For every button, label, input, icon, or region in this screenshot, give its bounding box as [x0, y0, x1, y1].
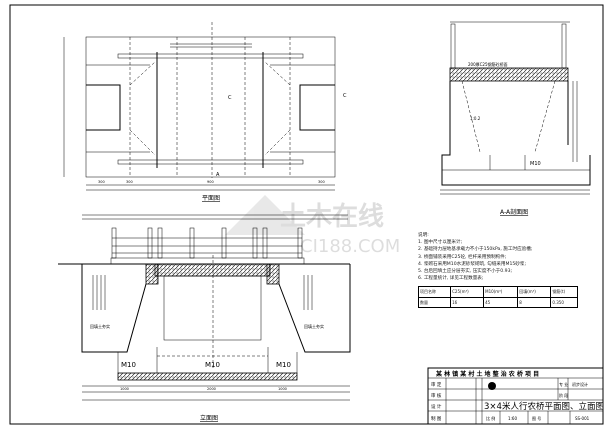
table-cell: 45 [483, 296, 519, 308]
title-block: 某 林 镇 某 村 土 地 整 治 农 桥 项 目 审 定 审 核 设 计 制 … [427, 367, 604, 425]
table-cell: 数量 [417, 296, 452, 308]
section-mark-c: C [228, 95, 232, 101]
plan-title: 平面图 [202, 195, 220, 202]
slope-label: 1:0.2 [470, 116, 481, 121]
note-item: 3. 桥面铺装采用C25砼, 栏杆采用预制构件; [418, 254, 507, 260]
mortar-label: M10 [530, 161, 541, 167]
mortar-label: M10 [276, 361, 291, 369]
elevation-view: M10 M10 M10 回填土夯实 回填土夯实 1000 2000 1000 立… [58, 214, 351, 422]
note-item: 5. 台后回填土应分层夯实, 压实度不小于0.93; [418, 269, 513, 275]
backfill-label: 回填土夯实 [304, 323, 324, 329]
tb-label: 制 图 [431, 415, 442, 422]
section-view: 200厚C25钢筋砼桥面 1:0.2 M10 A-A剖面图 [440, 21, 591, 216]
section-title: A-A剖面图 [500, 208, 528, 216]
plan-dim: 300 [98, 180, 105, 184]
table-cell: 0.350 [550, 296, 578, 308]
table-cell: 8 [517, 296, 552, 308]
elevation-dim: 2000 [207, 387, 216, 391]
tb-label: 阶 段 [559, 392, 568, 398]
elevation-dim: 1000 [278, 387, 287, 391]
elevation-dim: 1000 [120, 387, 129, 391]
project-name: 某 林 镇 某 村 土 地 整 治 农 桥 项 目 [436, 370, 539, 378]
scale-value: 1:60 [508, 416, 517, 421]
sheet-value: SS-001 [575, 416, 590, 421]
section-mark-c: C [343, 93, 347, 99]
table-header: 项目名称 [417, 286, 452, 298]
table-header: C25(m³) [450, 286, 485, 298]
mortar-label: M10 [205, 361, 220, 369]
tb-label: 设 计 [431, 403, 442, 410]
note-item: 4. 浆砌石采用M10水泥砂浆砌筑, 勾缝采用M15砂浆; [418, 261, 527, 267]
tb-label: 审 核 [431, 392, 442, 399]
elevation-title: 立面图 [200, 414, 218, 422]
note-item: 6. 工程量统计, 详见工程数量表; [418, 276, 484, 282]
scale-label: 比 例 [486, 415, 495, 421]
note-item: 1. 图中尺寸以厘米计; [418, 240, 463, 246]
backfill-label: 回填土夯实 [90, 323, 110, 329]
tb-label: 专 业 [559, 381, 568, 387]
deck-label: 200厚C25钢筋砼桥面 [468, 61, 508, 67]
svg-text:CI188.COM: CI188.COM [300, 236, 400, 257]
table-cell: 16 [450, 296, 485, 308]
table-header: 回填(m³) [517, 286, 552, 298]
table-header: M10(m³) [483, 286, 519, 298]
tb-label: 审 定 [431, 381, 442, 388]
section-mark-a: A [216, 172, 220, 178]
plan-view: C C A 300 300 900 300 平面图 [63, 22, 347, 202]
plan-dim: 300 [318, 180, 325, 184]
table-header: 钢筋(t) [550, 286, 578, 298]
plan-dim: 300 [126, 180, 133, 184]
tb-value: 初步设计 [572, 381, 588, 387]
watermark-logo: 土木在线 CI188.COM [225, 195, 400, 257]
sheet-label: 图 号 [532, 415, 541, 421]
svg-text:土木在线: 土木在线 [280, 202, 384, 232]
design-notes: 说明: 1. 图中尺寸以厘米计; 2. 基础持力层地基承载力不小于150kPa,… [417, 232, 598, 308]
mortar-label: M10 [121, 361, 136, 369]
drawing-frame [9, 4, 604, 425]
quantity-table: 项目名称 C25(m³) M10(m³) 回填(m³) 钢筋(t) 数量 16 … [417, 286, 578, 308]
notes-heading: 说明: [418, 233, 429, 238]
note-item: 2. 基础持力层地基承载力不小于150kPa, 施工时应验槽; [418, 247, 533, 253]
company-seal [488, 382, 496, 390]
plan-dim: 900 [207, 180, 214, 184]
drawing-name: 3×4米人行农桥平面图、立面图 [484, 401, 604, 412]
